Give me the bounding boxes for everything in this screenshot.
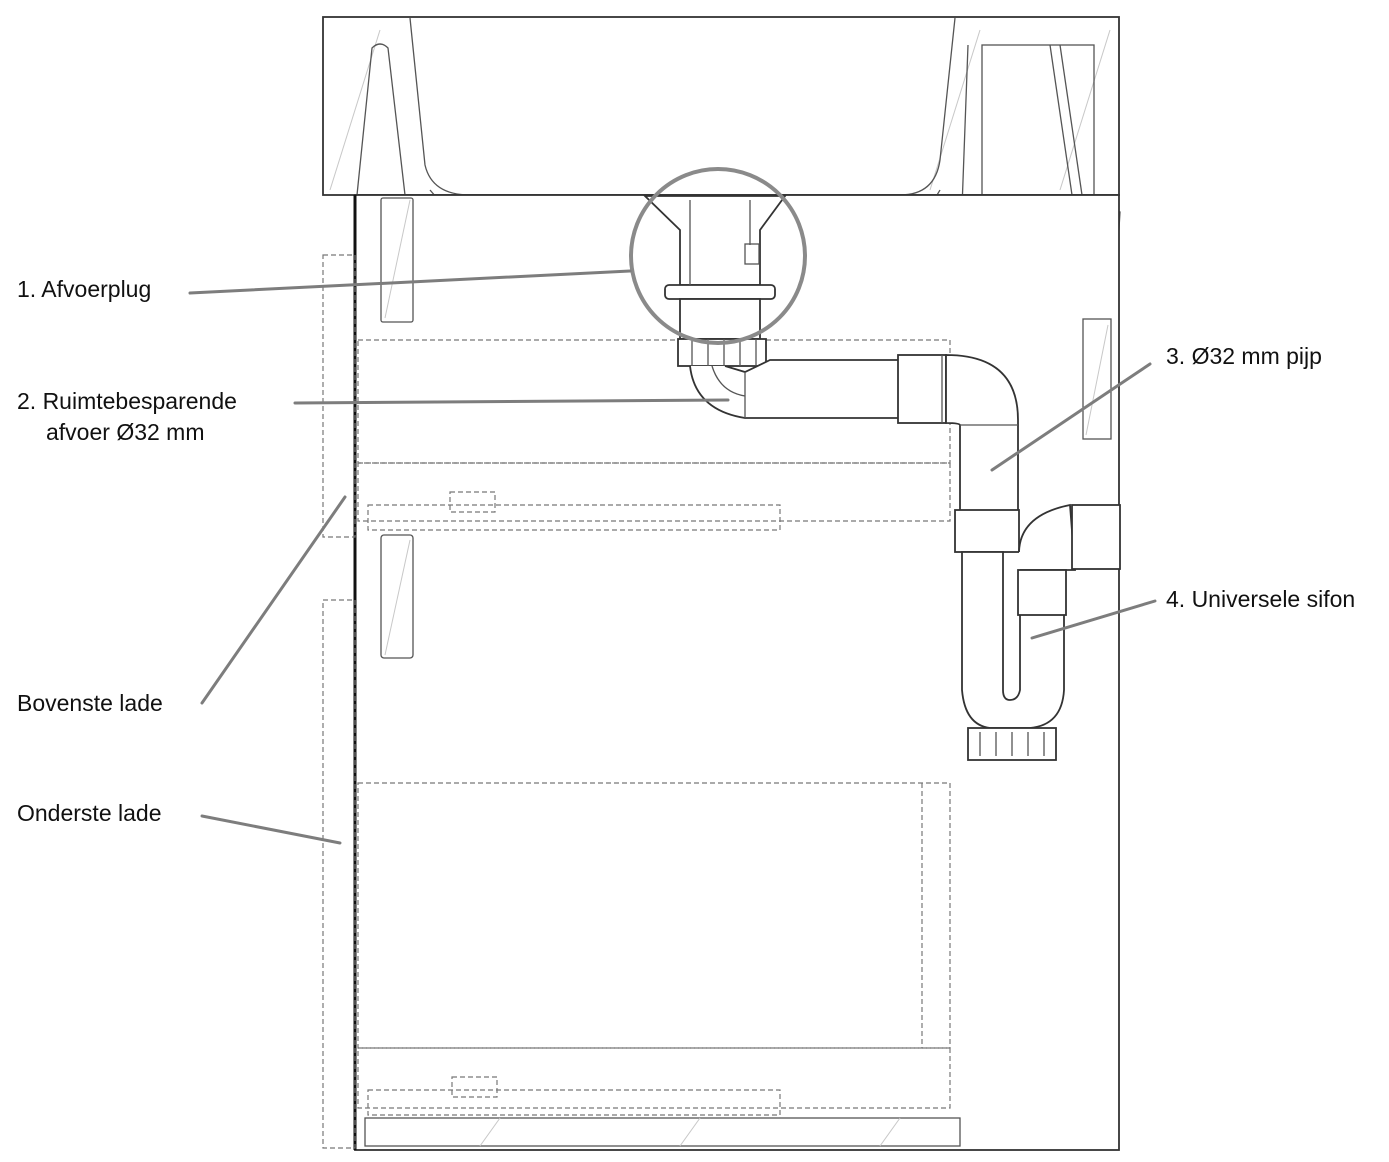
label-top-drawer: Bovenste lade: [17, 690, 163, 716]
leader-line-pipe: [990, 362, 1152, 472]
drain-plug-highlight-circle: [629, 167, 807, 345]
space-saving-drain: [689, 359, 901, 419]
label-space-saving-drain-line2: afvoer Ø32 mm: [46, 419, 205, 445]
universal-siphon: [954, 503, 1121, 761]
label-siphon: 4. Universele sifon: [1166, 586, 1356, 612]
leader-line-top-drawer: [200, 495, 347, 705]
leader-line-space-saving-drain: [293, 398, 730, 405]
label-pipe: 3. Ø32 mm pijp: [1166, 343, 1322, 369]
label-bottom-drawer: Onderste lade: [17, 800, 162, 826]
leader-line-bottom-drawer: [200, 814, 342, 845]
leader-line-siphon: [1030, 599, 1157, 640]
label-drain-plug: 1. Afvoerplug: [17, 276, 152, 302]
leader-line-drain-plug: [188, 269, 632, 295]
pipe-32mm: [897, 354, 1019, 513]
label-space-saving-drain-line1: 2. Ruimtebesparende: [17, 388, 237, 414]
